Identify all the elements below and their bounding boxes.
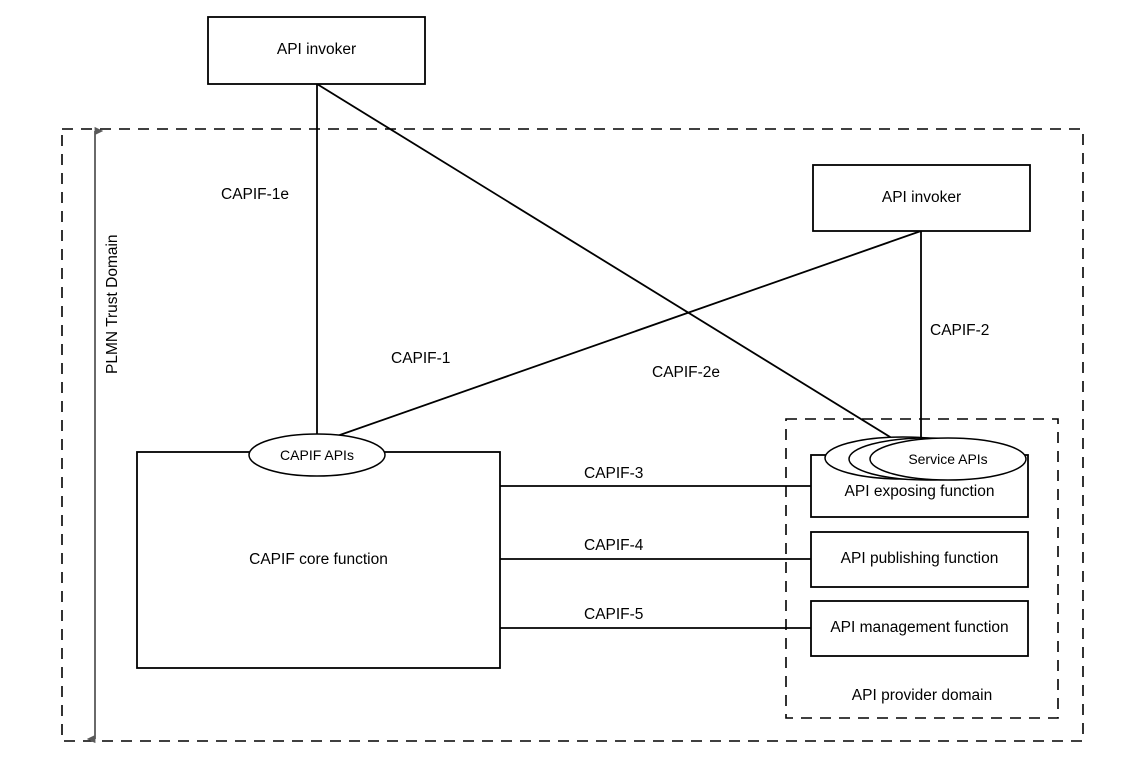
service-apis-label: Service APIs xyxy=(908,450,988,467)
capif-apis-ellipse[interactable] xyxy=(248,433,386,477)
api-publishing-function-box[interactable] xyxy=(810,531,1029,588)
api-provider-domain-label: API provider domain xyxy=(851,687,993,704)
capif-4-label: CAPIF-4 xyxy=(584,537,644,554)
capif-apis-label: CAPIF APIs xyxy=(280,446,354,463)
api-invoker-external-box[interactable] xyxy=(207,16,426,85)
capif-2-label: CAPIF-2 xyxy=(930,322,990,339)
capif-core-function-box[interactable] xyxy=(136,451,501,669)
capif-3-label: CAPIF-3 xyxy=(584,465,644,482)
plmn-trust-domain-label: PLMN Trust Domain xyxy=(104,234,121,374)
capif-1e-label: CAPIF-1e xyxy=(221,186,290,203)
service-apis-ellipse-front[interactable] xyxy=(869,437,1027,481)
capif-5-label: CAPIF-5 xyxy=(584,606,644,623)
capif-1-connector xyxy=(316,230,922,444)
capif-2e-label: CAPIF-2e xyxy=(652,364,721,381)
capif-1-label: CAPIF-1 xyxy=(391,350,451,367)
api-invoker-internal-box[interactable] xyxy=(812,164,1031,232)
api-provider-domain-boundary xyxy=(785,418,1059,719)
capif-2e-connector xyxy=(316,83,922,457)
api-management-function-box[interactable] xyxy=(810,600,1029,657)
